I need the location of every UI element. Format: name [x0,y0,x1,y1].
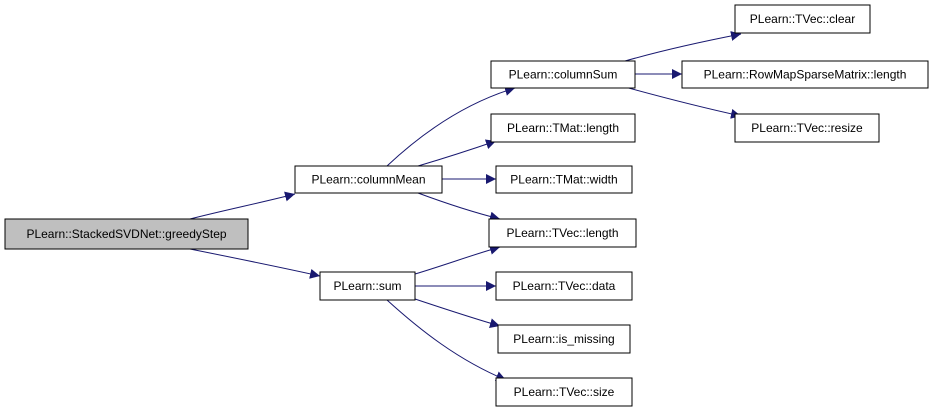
edge-columnsum-to-tvecclear [624,31,742,62]
edge-sum-to-ismissing [414,298,501,329]
node-label: PLearn::TVec::data [513,279,616,293]
node-tvec-resize[interactable]: PLearn::TVec::resize [734,113,880,143]
node-label: PLearn::TMat::length [507,121,619,135]
node-tvec-clear[interactable]: PLearn::TVec::clear [734,4,871,34]
node-label: PLearn::StackedSVDNet::greedyStep [26,227,226,241]
node-label: PLearn::columnSum [509,68,618,82]
node-columnmean[interactable]: PLearn::columnMean [294,165,443,194]
node-box [495,377,633,407]
node-greedystep[interactable]: PLearn::StackedSVDNet::greedyStep [4,218,249,250]
node-label: PLearn::RowMapSparseMatrix::length [704,68,907,82]
node-rowmap-length[interactable]: PLearn::RowMapSparseMatrix::length [681,60,929,89]
node-box [488,218,637,248]
node-label: PLearn::TMat::width [510,173,617,187]
node-box [490,113,636,143]
edges-layer [189,31,742,381]
node-box [490,60,636,89]
node-label: PLearn::TVec::resize [751,121,863,135]
node-box [294,165,443,194]
node-sum[interactable]: PLearn::sum [319,271,416,301]
node-label: PLearn::TVec::size [514,385,615,399]
node-box [734,4,871,34]
node-tvec-length[interactable]: PLearn::TVec::length [488,218,637,248]
node-box [497,324,631,354]
node-is-missing[interactable]: PLearn::is_missing [497,324,631,354]
nodes-layer: PLearn::StackedSVDNet::greedyStep PLearn… [4,4,929,407]
node-box [681,60,929,89]
node-box [319,271,416,301]
edge-greedystep-to-sum [189,248,321,279]
edge-columnsum-to-tvecresize [624,86,742,119]
edge-sum-to-tvecsize [386,299,507,381]
node-box [734,113,880,143]
node-label: PLearn::is_missing [513,332,614,346]
node-columnsum[interactable]: PLearn::columnSum [490,60,636,89]
node-box [4,218,249,250]
node-label: PLearn::TVec::clear [750,12,855,26]
node-tmat-length[interactable]: PLearn::TMat::length [490,113,636,143]
node-label: PLearn::columnMean [311,173,425,187]
edge-sum-to-tveclength [414,244,501,275]
edge-columnmean-to-columnsum [386,86,516,167]
node-box [495,165,633,194]
edge-greedystep-to-columnmean [189,191,296,220]
node-box [495,271,633,301]
node-label: PLearn::sum [333,279,401,293]
edge-columnmean-to-tveclength [417,192,501,222]
node-tvec-size[interactable]: PLearn::TVec::size [495,377,633,407]
node-tmat-width[interactable]: PLearn::TMat::width [495,165,633,194]
edge-columnmean-to-tmatlength [417,139,497,167]
node-tvec-data[interactable]: PLearn::TVec::data [495,271,633,301]
node-label: PLearn::TVec::length [506,226,618,240]
